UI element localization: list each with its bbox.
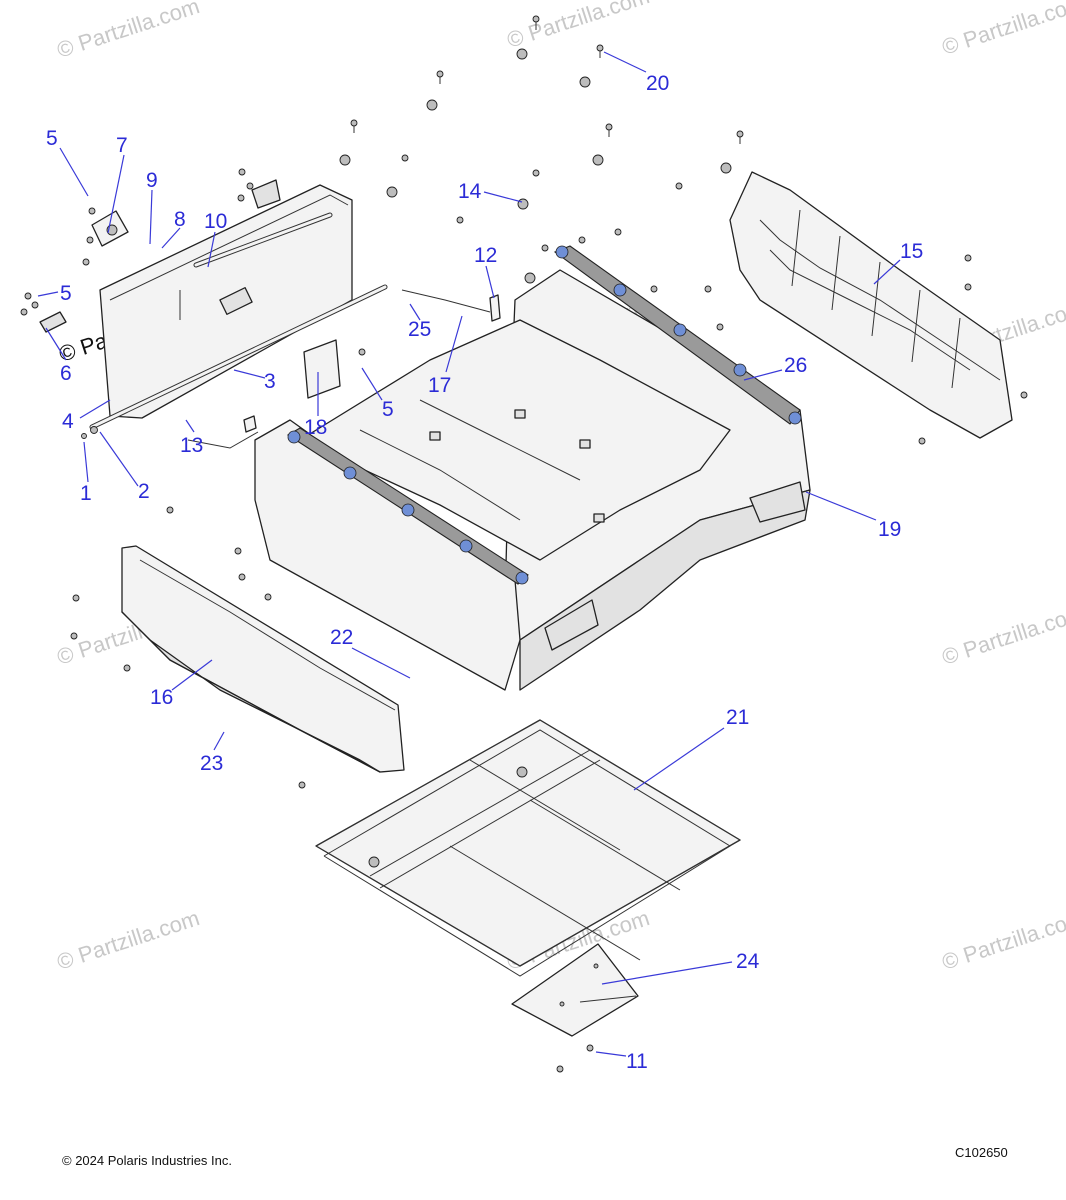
callout-4: 4 [62,410,74,433]
part-26-rail [553,245,802,425]
hardware-group [20,15,1028,1073]
part-13-cable [187,431,259,449]
part-21-frame [315,719,741,977]
callout-13: 13 [180,434,203,457]
callout-11: 11 [626,1050,648,1073]
watermark: © Partzilla.com [939,0,1066,60]
callout-9: 9 [146,169,158,192]
part-19-cargo-box [254,269,811,691]
callout-8: 8 [174,208,186,231]
part-12-hinge [489,294,501,322]
part-11-screw [586,1044,594,1052]
callout-5: 5 [60,282,72,305]
callout-19: 19 [878,518,901,541]
callout-18: 18 [304,416,327,439]
callout-26: 26 [784,354,807,377]
callout-24: 24 [736,950,760,973]
callout-12: 12 [474,244,497,267]
part-1-screw [81,433,87,439]
part-25-cable [401,289,491,313]
callout-5: 5 [382,398,394,421]
copyright-text: © 2024 Polaris Industries Inc. [62,1153,232,1168]
callout-1: 1 [80,482,92,505]
watermark: © Partzilla.com [504,0,653,53]
callout-22: 22 [330,626,353,649]
callout-3: 3 [264,370,276,393]
part-6-handle [39,311,67,333]
callouts: 5 7 9 8 10 5 6 4 3 1 2 13 25 17 12 18 5 … [46,72,923,1073]
callout-10: 10 [204,210,227,233]
callout-25: 25 [408,318,431,341]
callout-5: 5 [46,127,58,150]
callout-6: 6 [60,362,72,385]
leader-lines [37,51,901,1057]
callout-17: 17 [428,374,451,397]
watermark: © Partzilla.com [54,905,203,975]
hinge-top [251,179,281,209]
watermark: © Partzilla.com [54,0,203,63]
diagram-code: C102650 [955,1145,1008,1160]
rods [89,212,388,430]
watermark: © Partzilla.com [939,600,1066,670]
callout-7: 7 [116,134,128,157]
part-15-right-panel [729,171,1013,439]
part-16-left-panel [121,545,405,773]
callout-2: 2 [138,480,150,503]
callout-14: 14 [458,180,482,203]
part-2-washer [90,426,98,434]
part-18-plate [303,339,341,399]
callout-20: 20 [646,72,669,95]
watermark: © Partzilla.com [939,905,1066,975]
callout-16: 16 [150,686,173,709]
callout-15: 15 [900,240,923,263]
front-rail [286,427,529,585]
callout-23: 23 [200,752,223,775]
callout-21: 21 [726,706,749,729]
part-24-plate [511,943,639,1052]
small-parts [39,179,501,449]
